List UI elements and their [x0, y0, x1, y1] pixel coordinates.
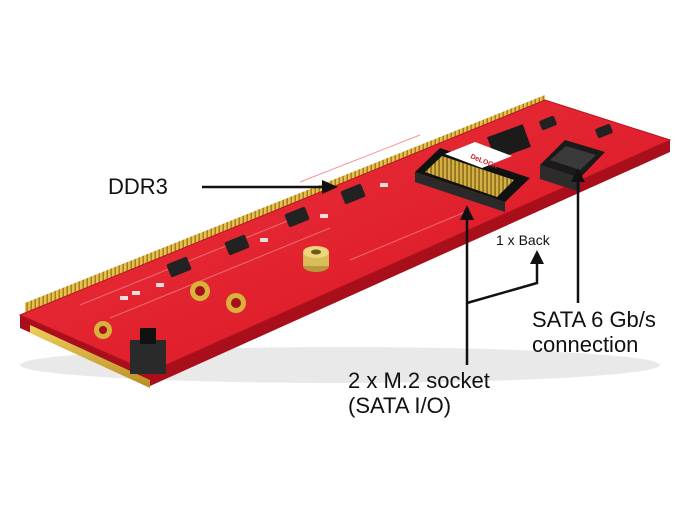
- mounting-holes: [94, 281, 246, 339]
- push-button: [130, 328, 166, 374]
- power-components: [166, 115, 613, 278]
- m2-socket: DeLOCK: [415, 142, 530, 212]
- ddr3-contact-strip: [25, 95, 545, 313]
- m2-label-line2: (SATA I/O): [348, 392, 452, 418]
- sata-arrowhead: [571, 168, 585, 182]
- back-pointer: [466, 262, 539, 305]
- back-label: 1 x Back: [496, 232, 550, 248]
- m2-arrowhead: [460, 205, 474, 220]
- m2-label: 2 x M.2 socket (SATA I/O): [348, 368, 490, 418]
- sata-connector: [540, 140, 605, 192]
- pcb-bottom-contacts: [30, 325, 150, 388]
- sata-label-line2: connection: [532, 331, 639, 357]
- ddr3-label: DDR3: [108, 174, 168, 199]
- pcb: [18, 99, 672, 373]
- sata-label-line1: SATA 6 Gb/s: [532, 307, 656, 332]
- standoff: [303, 246, 329, 272]
- ddr3-arrowhead: [322, 180, 338, 194]
- arrow-heads: [322, 168, 585, 264]
- annotation-lines: [202, 180, 580, 365]
- sata-label: SATA 6 Gb/s connection: [532, 307, 656, 357]
- m2-label-line1: 2 x M.2 socket: [348, 368, 490, 393]
- back-arrowhead: [530, 250, 544, 264]
